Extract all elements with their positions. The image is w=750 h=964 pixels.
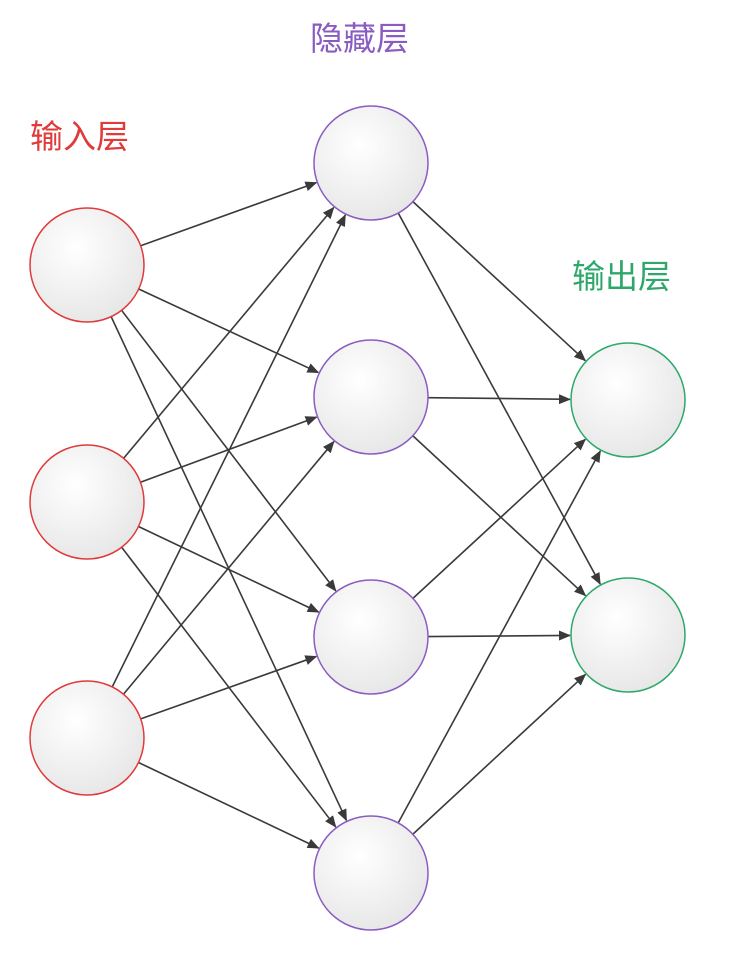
output-node-1 [570, 342, 686, 458]
edge-input-1-to-hidden-2 [138, 288, 320, 374]
edge-input-3-to-hidden-4 [138, 761, 320, 849]
input-node-1 [29, 207, 145, 323]
edge-input-3-to-hidden-3 [140, 655, 318, 720]
edge-input-1-to-hidden-1 [140, 181, 318, 247]
edge-input-3-to-hidden-2 [122, 440, 335, 695]
edge-input-2-to-hidden-1 [122, 206, 335, 459]
edges-group [110, 181, 602, 849]
edge-input-3-to-hidden-1 [111, 214, 347, 688]
input-node-2 [29, 444, 145, 560]
hidden-layer-label: 隐藏层 [310, 19, 409, 58]
edge-hidden-3-to-output-1 [412, 438, 587, 599]
output-node-2 [570, 577, 686, 693]
hidden-node-3 [313, 579, 429, 695]
edge-hidden-1-to-output-1 [412, 201, 587, 362]
hidden-node-2 [313, 339, 429, 455]
edge-hidden-4-to-output-1 [397, 450, 602, 824]
input-layer-label: 输入层 [30, 117, 129, 156]
edge-hidden-4-to-output-2 [412, 673, 587, 835]
hidden-node-1 [313, 105, 429, 221]
nodes-group [29, 105, 686, 931]
edge-hidden-2-to-output-1 [427, 394, 572, 405]
output-layer-label: 输出层 [572, 257, 671, 296]
input-node-3 [29, 680, 145, 796]
edge-hidden-2-to-output-2 [412, 435, 587, 597]
hidden-node-4 [313, 815, 429, 931]
